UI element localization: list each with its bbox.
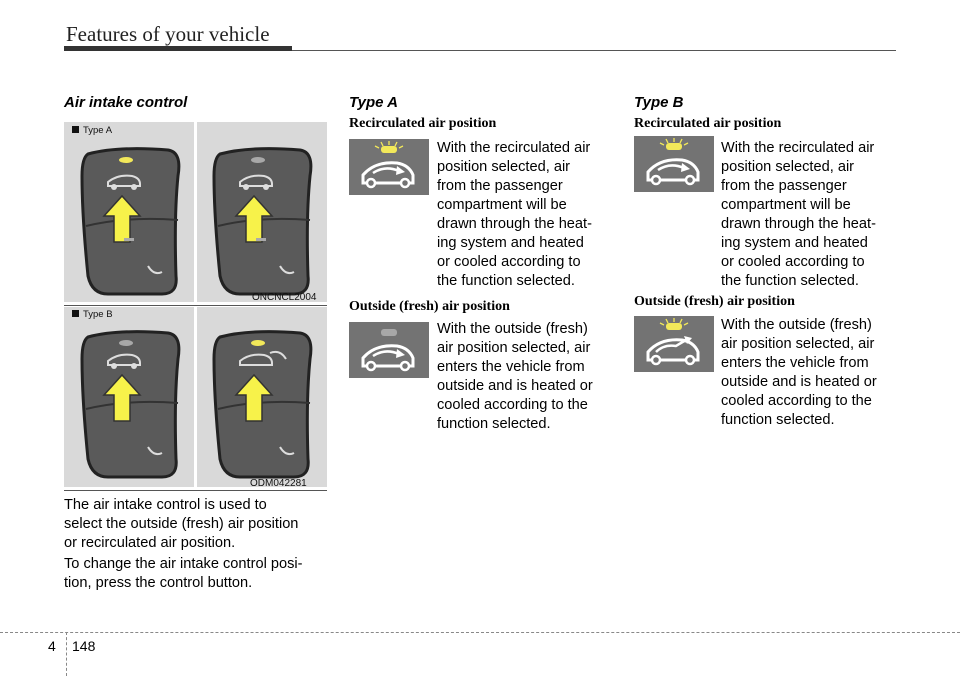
instruction-paragraph: To change the air intake control posi- t…: [64, 555, 326, 593]
text-line: the function selected.: [437, 273, 575, 289]
chapter-number: 4: [48, 638, 56, 654]
arrow-up-icon: [234, 194, 274, 243]
text-line: air position selected, air: [437, 340, 591, 356]
recirculated-air-icon-b: [634, 136, 714, 192]
type-a-label-text: Type A: [83, 125, 113, 136]
arrow-up-icon: [234, 373, 274, 422]
text-line: function selected.: [721, 412, 835, 428]
type-a-recirc-text: With the recirculated air position selec…: [437, 139, 612, 291]
figure-code-rule: [64, 305, 327, 306]
footer-divider: [66, 632, 67, 676]
text-line: To change the air intake control posi-: [64, 556, 303, 572]
type-b-recirc-heading: Recirculated air position: [634, 116, 782, 131]
type-a-figure: Type A: [64, 122, 327, 302]
text-line: position selected, air: [721, 159, 855, 175]
text-line: the function selected.: [721, 273, 859, 289]
text-line: from the passenger: [437, 178, 563, 194]
text-line: compartment will be: [437, 197, 567, 213]
control-button-b1: [80, 330, 181, 479]
text-line: or cooled according to: [721, 254, 865, 270]
led-on-icon: [251, 340, 265, 346]
text-line: cooled according to the: [437, 397, 588, 413]
text-line: compartment will be: [721, 197, 851, 213]
type-b-fresh-heading: Outside (fresh) air position: [634, 294, 795, 309]
type-b-figure: Type B: [64, 307, 327, 487]
type-a-fresh-text: With the outside (fresh) air position se…: [437, 320, 612, 434]
intro-paragraph: The air intake control is used to select…: [64, 496, 326, 553]
figure-code-rule: [64, 490, 327, 491]
text-line: With the outside (fresh): [437, 321, 588, 337]
text-line: drawn through the heat-: [721, 216, 876, 232]
text-line: With the recirculated air: [721, 140, 875, 156]
arrow-up-icon: [102, 373, 142, 422]
header-rule-thin: [292, 50, 896, 51]
led-on-icon: [119, 157, 133, 163]
header-rule-thick: [64, 46, 292, 51]
type-a-figure-label: Type A: [72, 125, 112, 136]
text-line: or recirculated air position.: [64, 535, 236, 551]
type-b-figure-label: Type B: [72, 309, 113, 320]
text-line: With the outside (fresh): [721, 317, 872, 333]
led-off-icon: [251, 157, 265, 163]
control-button-a1: [80, 147, 181, 296]
text-line: outside and is heated or: [437, 378, 593, 394]
text-line: drawn through the heat-: [437, 216, 592, 232]
text-line: enters the vehicle from: [437, 359, 585, 375]
section-title: Air intake control: [64, 94, 188, 111]
fresh-air-icon: [349, 322, 429, 378]
type-b-recirc-text: With the recirculated air position selec…: [721, 139, 896, 291]
text-line: With the recirculated air: [437, 140, 591, 156]
text-line: air position selected, air: [721, 336, 875, 352]
text-line: ing system and heated: [437, 235, 584, 251]
type-a-title: Type A: [349, 94, 398, 111]
text-line: outside and is heated or: [721, 374, 877, 390]
text-line: or cooled according to: [437, 254, 581, 270]
fresh-air-icon-b: [634, 316, 714, 372]
figure-code-b: ODM042281: [250, 478, 307, 489]
type-b-label-text: Type B: [83, 309, 113, 320]
control-button-a2: [212, 147, 313, 296]
label-bullet: [72, 310, 79, 317]
figure-code-a: ONCNCL2004: [252, 292, 317, 303]
page-number: 148: [72, 638, 96, 654]
control-button-b2: [212, 330, 313, 479]
page-header-title: Features of your vehicle: [66, 22, 270, 46]
led-off-icon: [119, 340, 133, 346]
type-b-title: Type B: [634, 94, 684, 111]
arrow-up-icon: [102, 194, 142, 243]
recirculated-air-icon: [349, 139, 429, 195]
figure-divider: [194, 307, 197, 487]
text-line: from the passenger: [721, 178, 847, 194]
text-line: ing system and heated: [721, 235, 868, 251]
text-line: select the outside (fresh) air position: [64, 516, 299, 532]
text-line: enters the vehicle from: [721, 355, 869, 371]
text-line: function selected.: [437, 416, 551, 432]
text-line: position selected, air: [437, 159, 571, 175]
text-line: cooled according to the: [721, 393, 872, 409]
type-a-recirc-heading: Recirculated air position: [349, 116, 497, 131]
figure-divider: [194, 122, 197, 302]
label-bullet: [72, 126, 79, 133]
footer-rule: [0, 632, 960, 633]
text-line: The air intake control is used to: [64, 497, 267, 513]
text-line: tion, press the control button.: [64, 575, 253, 591]
type-b-fresh-text: With the outside (fresh) air position se…: [721, 316, 896, 430]
type-a-fresh-heading: Outside (fresh) air position: [349, 299, 510, 314]
